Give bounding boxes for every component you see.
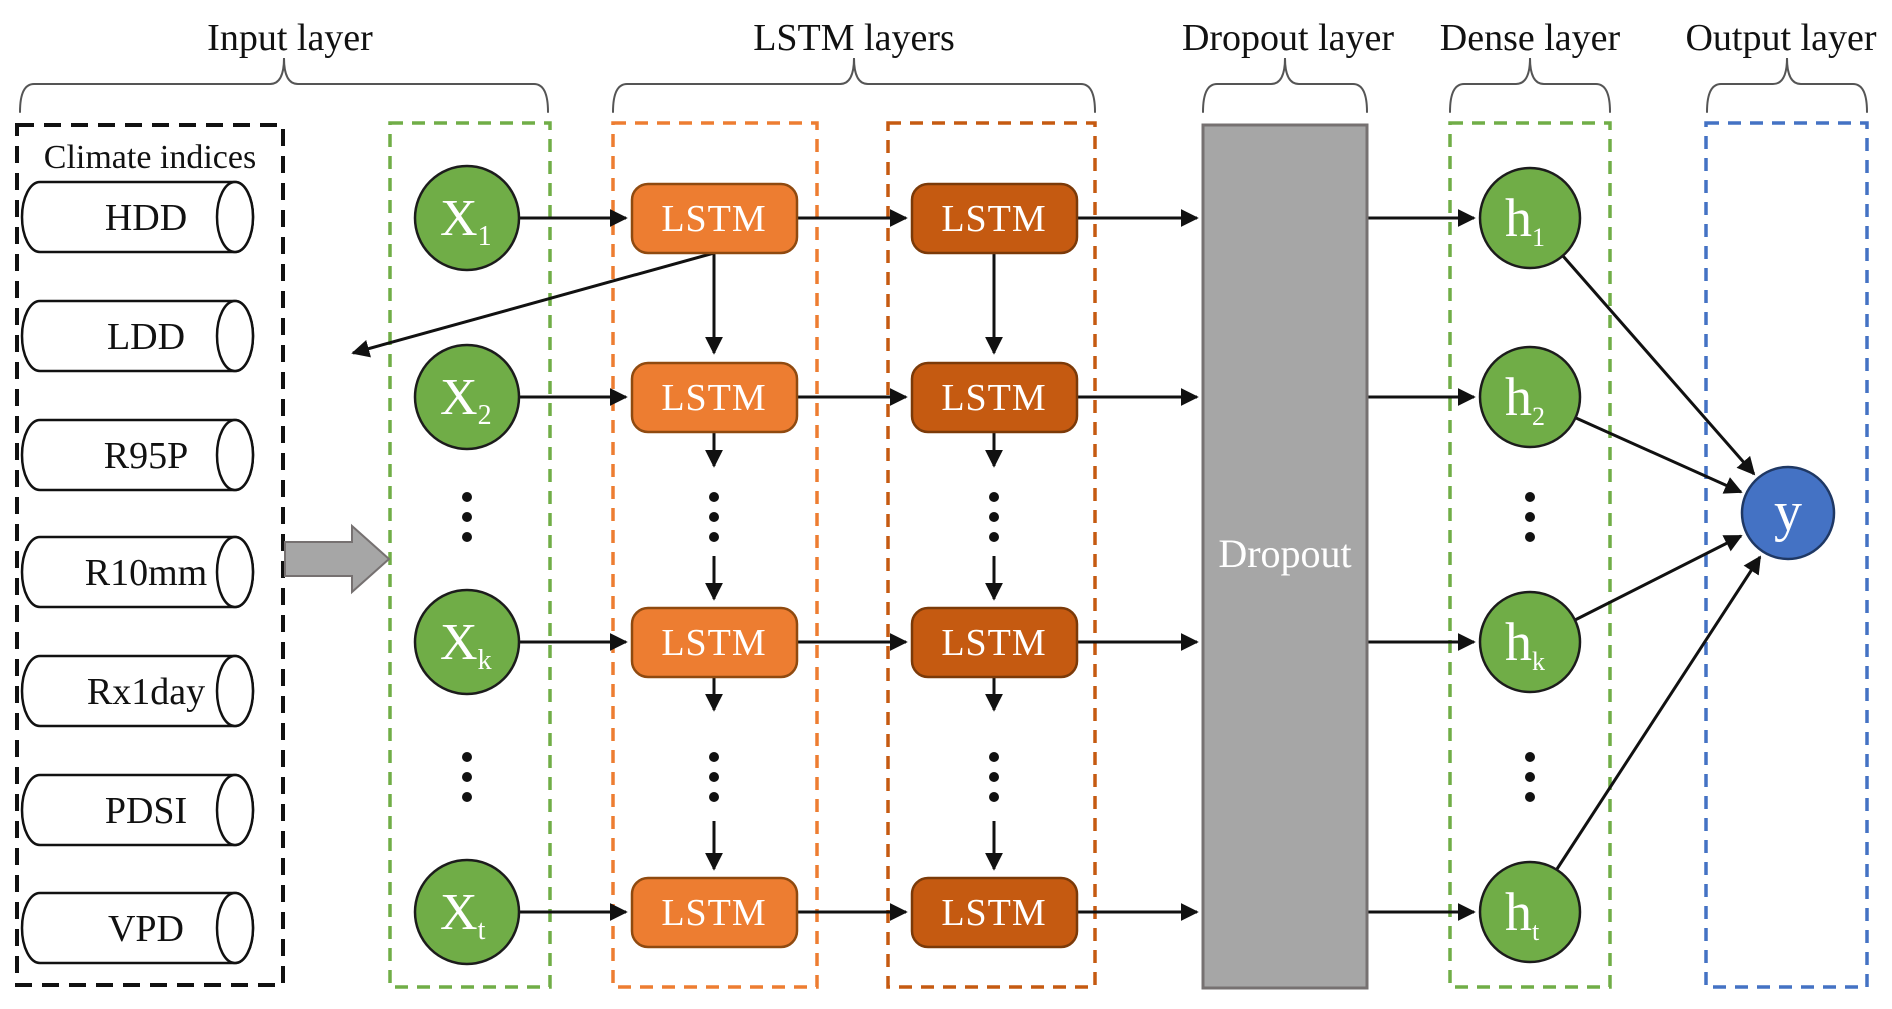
cylinder-hdd: HDD [20, 180, 255, 254]
dense-node-ht: ht [1478, 860, 1582, 964]
dense-to-output-arrows [1555, 255, 1762, 870]
climate-indices-title: Climate indices [44, 139, 256, 176]
input-node-x2: X2 [413, 343, 521, 451]
input-layer-brace [19, 57, 549, 113]
lstm-cell-1-1: LSTM [630, 182, 799, 255]
lstm-cell-label: LSTM [941, 622, 1046, 664]
output-node-label: y [1774, 481, 1802, 543]
cylinder-label: LDD [107, 316, 185, 358]
node-label-main: X [440, 614, 478, 671]
lstm-cell-label: LSTM [941, 198, 1046, 240]
cylinder-vpd: VPD [20, 891, 255, 965]
lstm-cell-label: LSTM [661, 622, 766, 664]
cylinder-r95p: R95P [20, 418, 255, 492]
node-label-sub: 1 [478, 221, 492, 252]
lstm-cell-1-k: LSTM [630, 606, 799, 679]
input-nodes-box [388, 121, 552, 989]
node-label-sub: k [478, 645, 492, 676]
cylinder-label: PDSI [105, 790, 187, 832]
climate-indices-box [15, 123, 285, 987]
svg-text:X1: X1 [440, 190, 492, 252]
lstm-layers-brace [612, 57, 1096, 113]
cylinder-r10mm: R10mm [20, 535, 255, 609]
input-node-x1: X1 [413, 164, 521, 272]
svg-text:h1: h1 [1505, 188, 1545, 252]
dense-node-h1: h1 [1478, 166, 1582, 270]
lstm-cell-2-1: LSTM [910, 182, 1079, 255]
lstm-cell-1-t: LSTM [630, 876, 799, 949]
dense-nodes-box [1448, 121, 1612, 989]
input-node-xt: Xt [413, 858, 521, 966]
lstm-column-1-box [611, 121, 819, 989]
dropout-layer-title: Dropout layer [1182, 17, 1394, 59]
node-label-main: X [440, 884, 478, 941]
cylinder-ldd: LDD [20, 299, 255, 373]
node-label-sub: 2 [478, 400, 492, 431]
lstm-cell-label: LSTM [661, 377, 766, 419]
output-node-y: y [1740, 465, 1836, 561]
lstm-cell-label: LSTM [661, 198, 766, 240]
lstm-cell-label: LSTM [941, 377, 1046, 419]
svg-text:hk: hk [1505, 612, 1545, 676]
lstm-cell-2-2: LSTM [910, 361, 1079, 434]
dense-layer-title: Dense layer [1440, 17, 1621, 59]
node-label-main: h [1505, 367, 1532, 427]
cylinder-label: R10mm [85, 552, 207, 594]
dropout-block-label: Dropout [1218, 531, 1351, 576]
horizontal-arrows [519, 209, 1476, 921]
svg-text:h2: h2 [1505, 367, 1545, 431]
output-layer-brace [1706, 57, 1868, 113]
node-label-sub: 1 [1532, 223, 1545, 252]
dropout-layer-brace [1202, 57, 1368, 113]
lstm-cell-label: LSTM [661, 892, 766, 934]
dense-layer-brace [1449, 57, 1611, 113]
lstm-column-1-vertical-arrows [351, 251, 723, 871]
cylinder-rx1day: Rx1day [20, 654, 255, 728]
svg-text:Xk: Xk [440, 614, 492, 676]
lstm-cell-label: LSTM [941, 892, 1046, 934]
lstm-cell-2-k: LSTM [910, 606, 1079, 679]
svg-text:Xt: Xt [440, 884, 486, 946]
cylinder-label: HDD [105, 197, 187, 239]
node-label-main: h [1505, 612, 1532, 672]
cylinder-label: Rx1day [87, 671, 205, 713]
input-layer-title: Input layer [207, 17, 373, 59]
lstm-cell-2-t: LSTM [910, 876, 1079, 949]
lstm-cell-1-2: LSTM [630, 361, 799, 434]
node-label-sub: 2 [1532, 402, 1545, 431]
cylinder-pdsi: PDSI [20, 773, 255, 847]
node-label-sub: t [1532, 917, 1540, 946]
output-layer-title: Output layer [1685, 17, 1876, 59]
dense-node-hk: hk [1478, 590, 1582, 694]
node-label-main: X [440, 190, 478, 247]
dense-node-h2: h2 [1478, 345, 1582, 449]
node-label-sub: t [478, 915, 486, 946]
cylinder-label: VPD [108, 908, 184, 950]
node-label-main: X [440, 369, 478, 426]
input-flow-arrow [284, 523, 391, 595]
cylinder-label: R95P [104, 435, 188, 477]
lstm-column-2-box [886, 121, 1097, 989]
node-label-main: h [1505, 882, 1532, 942]
dropout-block: Dropout [1201, 123, 1369, 990]
svg-text:ht: ht [1505, 882, 1540, 946]
ellipsis-dots [462, 492, 1535, 802]
node-label-main: h [1505, 188, 1532, 248]
svg-text:X2: X2 [440, 369, 492, 431]
node-label-sub: k [1532, 647, 1545, 676]
lstm-layers-title: LSTM layers [753, 17, 955, 59]
input-node-xk: Xk [413, 588, 521, 696]
